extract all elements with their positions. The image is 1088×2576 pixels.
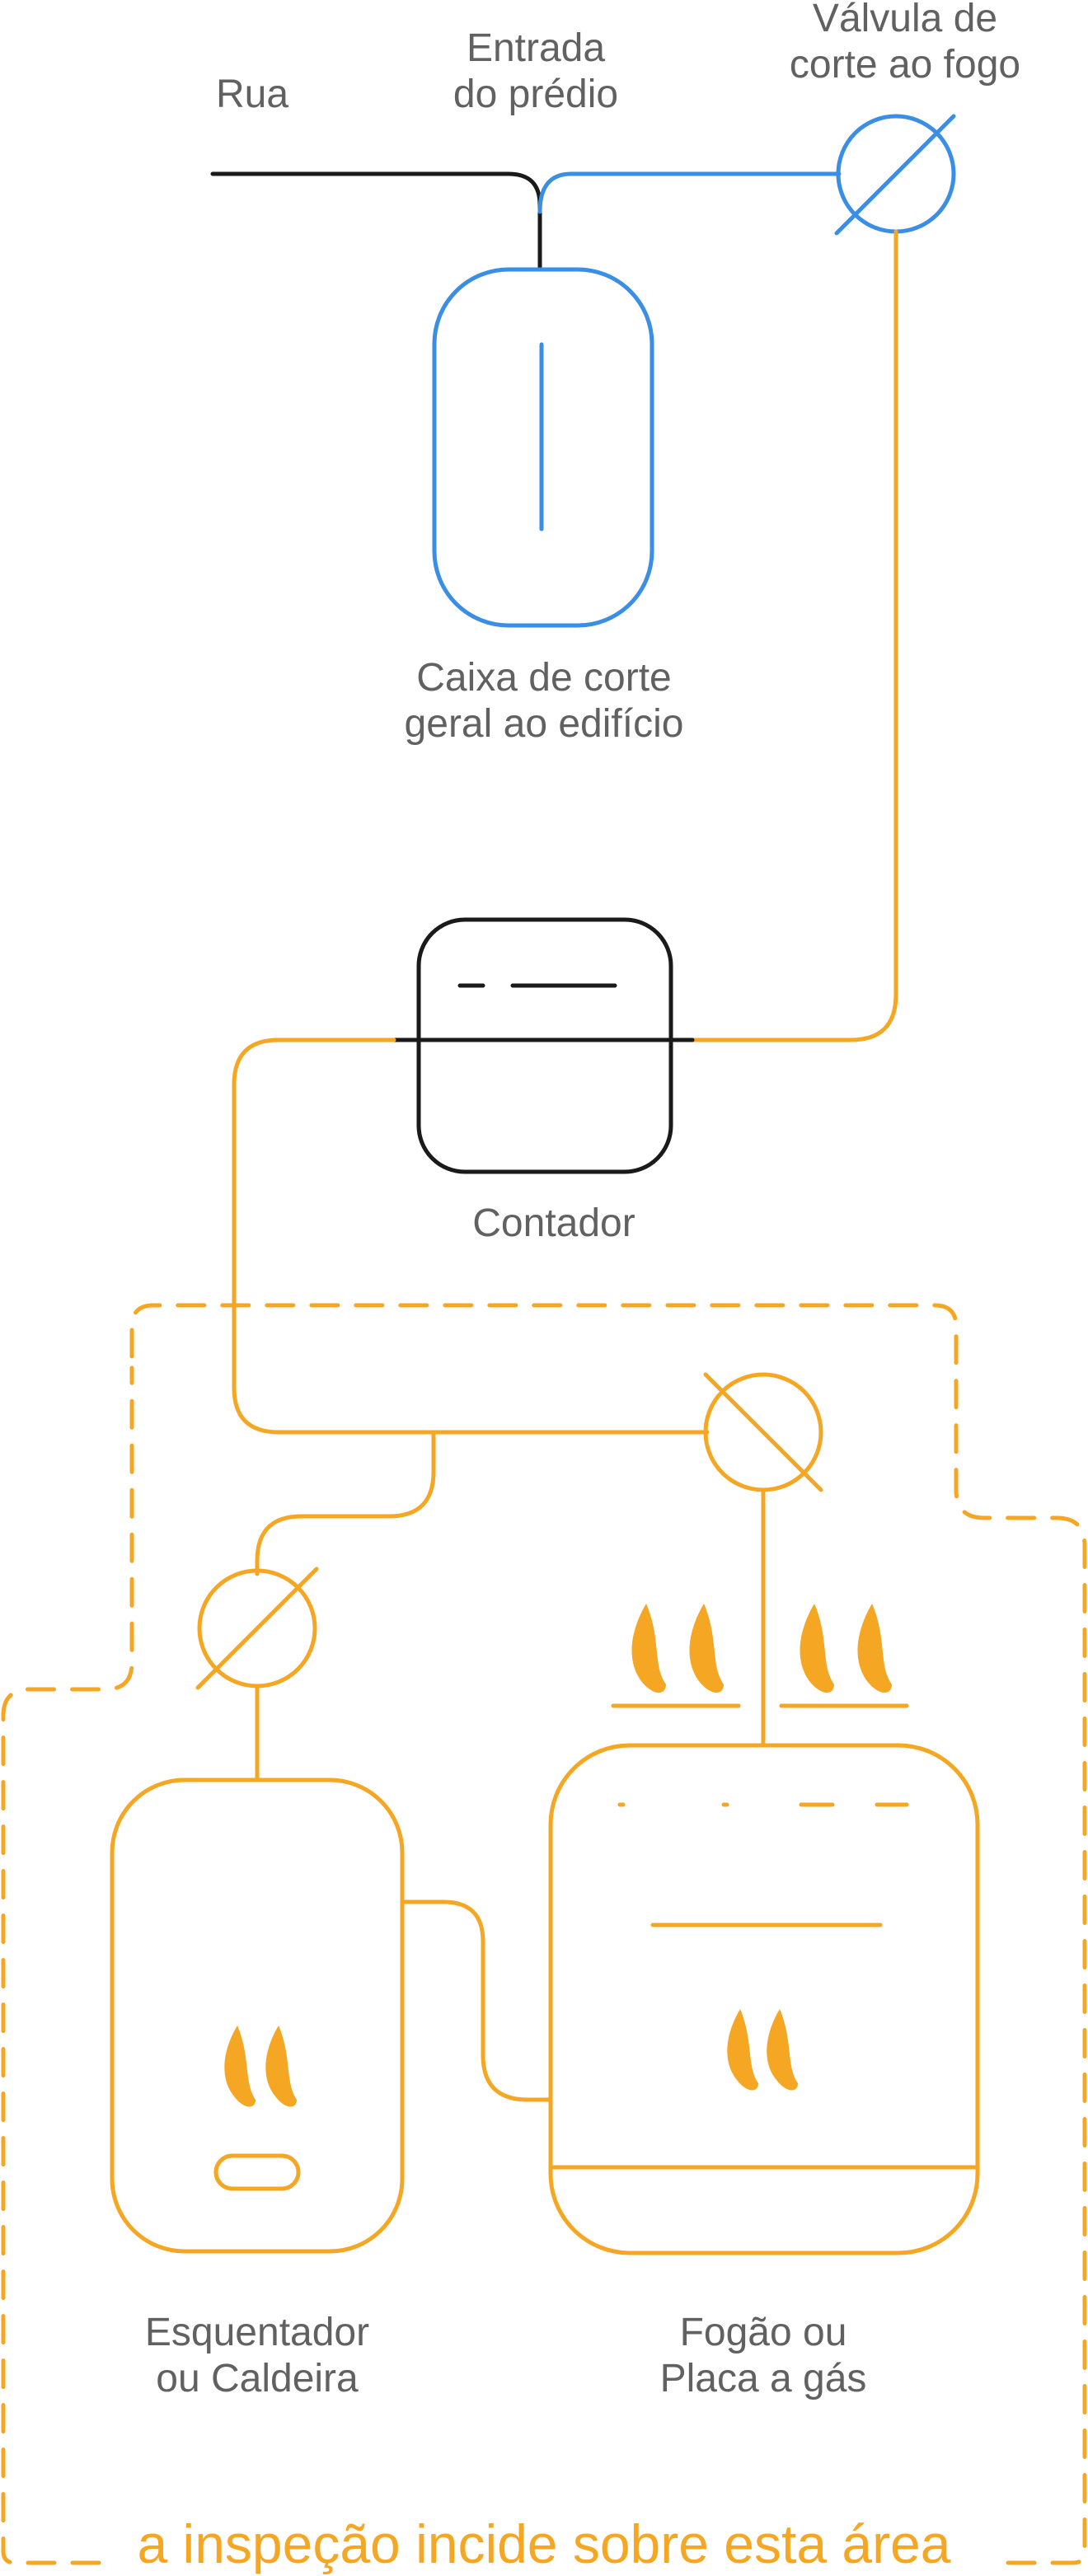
water-heater-label-line1: Esquentador: [145, 2311, 369, 2354]
street-pipe: [210, 171, 542, 270]
heater-stove-connection: [400, 1899, 553, 2102]
cutoff-box-label-line2: geral ao edifício: [405, 702, 684, 746]
building-entrance-label-line2: do prédio: [453, 73, 618, 116]
stove-label-line1: Fogão ou: [680, 2311, 847, 2354]
water-heater-icon: [110, 1777, 405, 2254]
gas-meter-icon: [392, 917, 695, 1174]
inspection-area-caption: a inspeção incide sobre esta área: [138, 2513, 951, 2574]
shutoff-valve-label-line1: Válvula de: [813, 0, 997, 40]
stove-valve-icon: [703, 1372, 823, 1492]
shutoff-valve-label-line2: corte ao fogo: [790, 43, 1020, 87]
street-label: Rua: [216, 73, 288, 116]
gas-pipe-to-heater: [255, 1430, 436, 1576]
building-entrance-label-line1: Entrada: [467, 26, 605, 70]
meter-label: Contador: [472, 1201, 635, 1245]
fire-shutoff-valve-icon: [834, 114, 956, 236]
general-cutoff-box-icon: [432, 267, 654, 628]
stove-icon: [548, 1743, 980, 2255]
gas-pipe-meter-to-appliances: [232, 1037, 710, 1435]
water-heater-label-line2: ou Caldeira: [156, 2357, 359, 2400]
gas-pipe-valve-to-meter: [690, 229, 898, 1042]
burner-flames-icon: [611, 1604, 909, 1708]
stove-label-line2: Placa a gás: [660, 2357, 867, 2400]
building-supply-pipe: [537, 171, 842, 214]
heater-valve-icon: [195, 1567, 319, 1690]
cutoff-box-label-line1: Caixa de corte: [416, 656, 672, 700]
inspection-area-boundary: [1, 1303, 1087, 2565]
